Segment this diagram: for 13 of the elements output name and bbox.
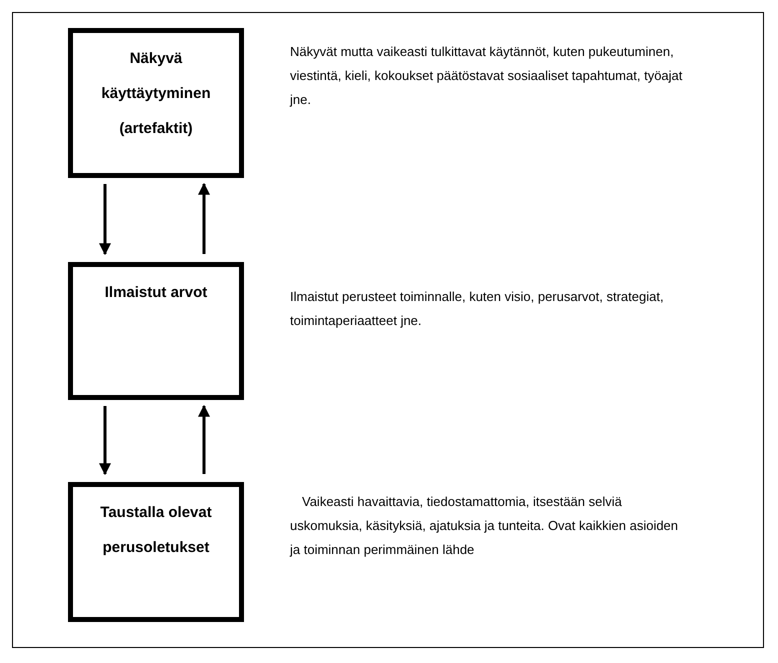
box-label: Ilmaistut arvot bbox=[104, 283, 208, 303]
process-box bbox=[68, 28, 244, 178]
description-text: Vaikeasti havaittavia, tiedostamattomia, itsestään selviä uskomuksia, käsityksiä, ajatuksia ja tunteita. Ovat kaikkien asioiden ja toiminnan perimmäinen lähde bbox=[290, 493, 680, 559]
box-label: Näkyvä käyttäytyminen (artefaktit) bbox=[100, 49, 212, 139]
process-box bbox=[68, 482, 244, 622]
description-text: Näkyvät mutta vaikeasti tulkittavat käytännöt, kuten pukeutuminen, viestintä, kieli, kokoukset päätöstavat sosiaaliset tapahtumat, työajat jne. bbox=[290, 43, 684, 109]
arrow bbox=[99, 406, 111, 476]
process-box bbox=[68, 262, 244, 400]
box-label: Taustalla olevat perusoletukset bbox=[99, 503, 213, 558]
arrow bbox=[99, 184, 111, 256]
arrow bbox=[198, 182, 210, 254]
description-text: Ilmaistut perusteet toiminnalle, kuten visio, perusarvot, strategiat, toimintaperiaatteet jne. bbox=[290, 288, 665, 330]
arrow bbox=[198, 404, 210, 474]
